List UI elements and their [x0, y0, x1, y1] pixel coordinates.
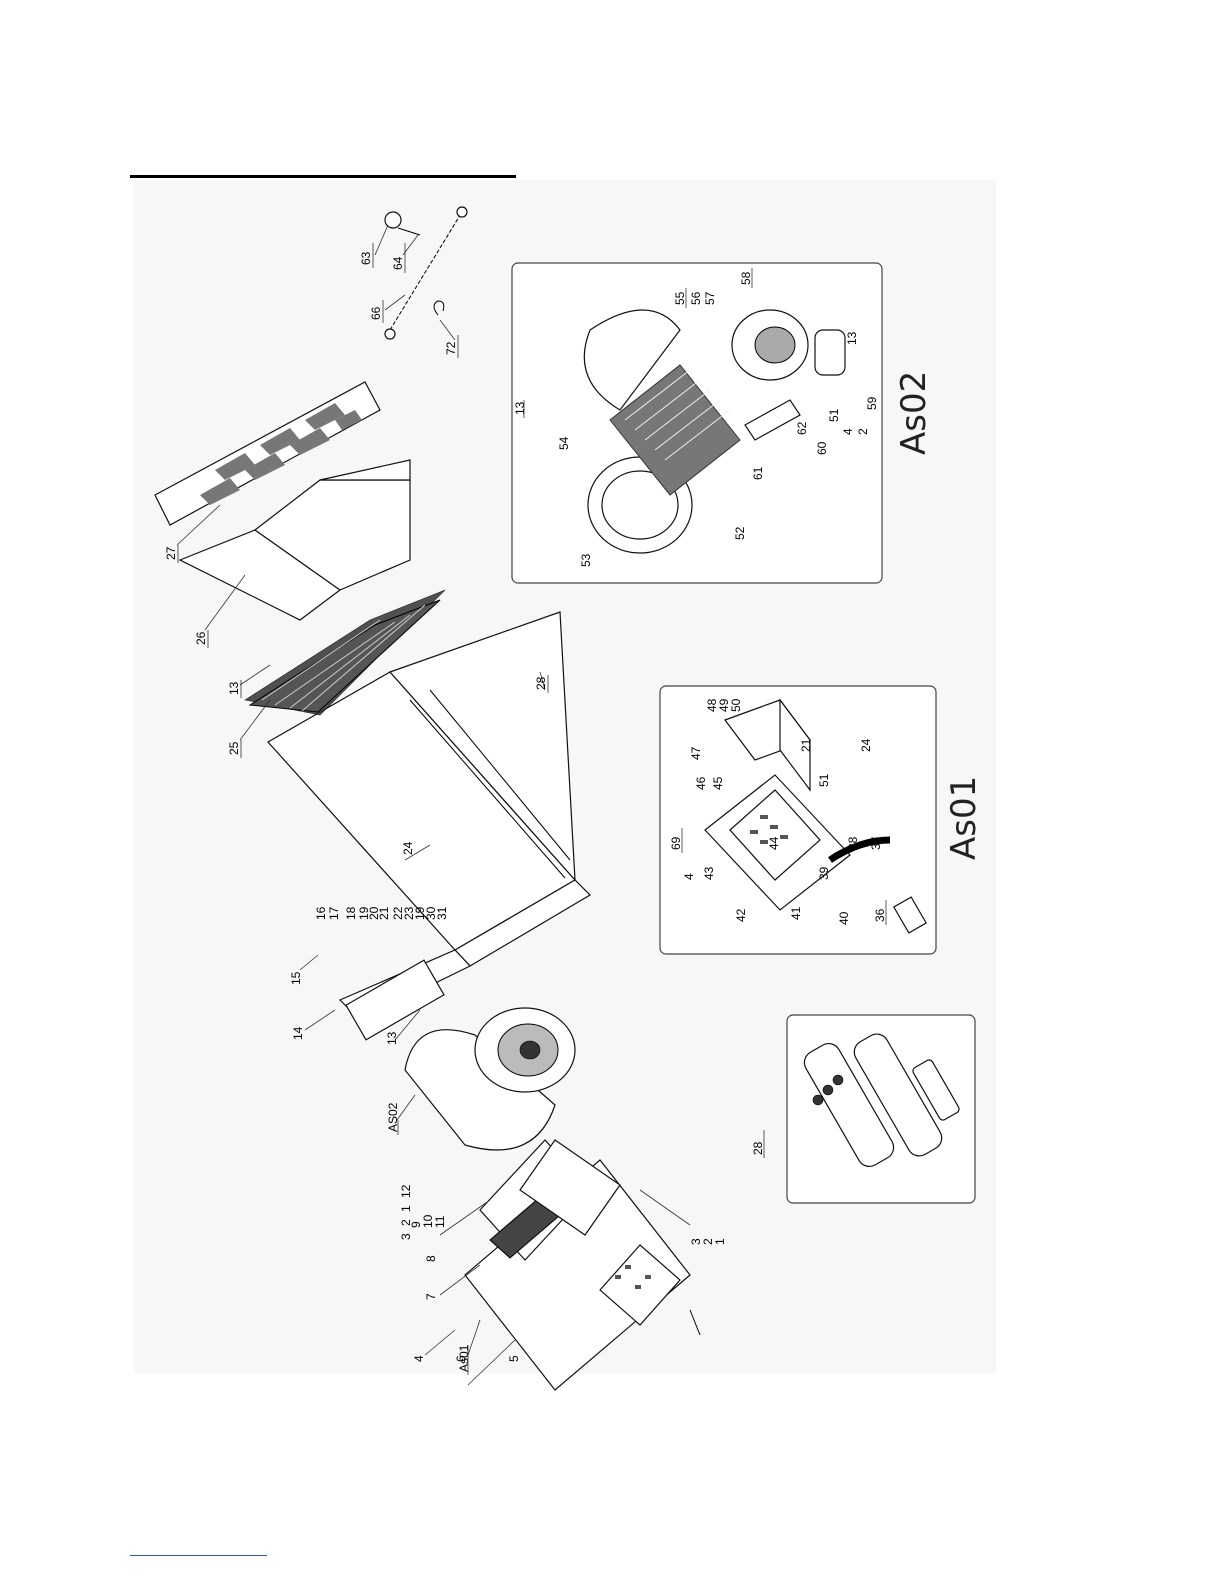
part-label-as01: As01	[457, 1344, 471, 1372]
as01-label-41: 41	[789, 906, 803, 920]
part-label-11: 11	[433, 1215, 447, 1228]
as02-label-52: 52	[733, 526, 747, 540]
part-label-18: 18	[344, 906, 358, 920]
part-label-63: 63	[359, 251, 373, 265]
as02-label-59: 59	[865, 396, 879, 410]
part-label-1b: 1	[713, 1238, 727, 1245]
part-label-3a: 3	[399, 1233, 413, 1240]
box-as01-label: As01	[944, 776, 984, 860]
as02-label-61: 61	[751, 466, 765, 480]
part-label-15: 15	[289, 971, 303, 985]
box-as02: As02	[512, 263, 934, 583]
part-label-13a: 13	[227, 681, 241, 695]
as01-label-4: 4	[682, 873, 696, 880]
as02-label-54: 54	[557, 436, 571, 450]
as01-label-40: 40	[837, 911, 851, 925]
as02-label-62: 62	[795, 421, 809, 435]
as01-label-47: 47	[689, 746, 703, 760]
as02-label-13c: 13	[845, 331, 859, 345]
as01-label-44: 44	[767, 836, 781, 850]
part-label-14: 14	[291, 1026, 305, 1040]
part-label-4a: 4	[412, 1355, 426, 1362]
as01-label-42: 42	[734, 908, 748, 922]
as01-label-45: 45	[711, 776, 725, 790]
as02-label-53: 53	[579, 553, 593, 567]
box-as01: As01	[660, 686, 984, 954]
part-label-28a: 28	[534, 676, 548, 690]
part-label-66: 66	[369, 306, 383, 320]
part-label-27: 27	[164, 546, 178, 560]
as01-label-50: 50	[729, 698, 743, 712]
main-blower	[405, 1008, 575, 1150]
part-label-25: 25	[227, 741, 241, 755]
part-label-8: 8	[424, 1255, 438, 1262]
box-remote	[787, 1015, 975, 1203]
as01-label-36: 36	[873, 908, 887, 922]
as02-label-56: 56	[689, 291, 703, 305]
as02-label-2: 2	[856, 428, 870, 435]
part-label-72: 72	[444, 341, 458, 355]
part-label-1a: 1	[399, 1205, 413, 1212]
part-label-24: 24	[401, 841, 415, 855]
part-label-21: 21	[377, 906, 391, 920]
as01-label-38: 38	[846, 836, 860, 850]
as02-label-55: 55	[673, 291, 687, 305]
as01-label-51: 51	[817, 773, 831, 787]
as01-label-46: 46	[694, 776, 708, 790]
as01-label-24: 24	[859, 738, 873, 752]
as01-label-69: 69	[669, 836, 683, 850]
remote-label-28: 28	[751, 1141, 765, 1155]
part-label-17: 17	[327, 906, 341, 920]
as02-label-60: 60	[815, 441, 829, 455]
as01-label-37: 37	[869, 836, 883, 850]
part-label-12: 12	[399, 1184, 413, 1198]
part-label-7: 7	[424, 1293, 438, 1300]
as02-label-51: 51	[827, 408, 841, 422]
as01-label-39: 39	[817, 866, 831, 880]
as02-label-58: 58	[739, 271, 753, 285]
as01-label-21: 21	[799, 738, 813, 752]
part-label-26: 26	[194, 631, 208, 645]
hanging-hardware	[385, 207, 467, 339]
as01-label-43: 43	[702, 866, 716, 880]
part-label-13b: 13	[385, 1031, 399, 1045]
as02-label-4: 4	[841, 428, 855, 435]
part-label-5: 5	[507, 1355, 521, 1362]
part-label-64: 64	[391, 256, 405, 270]
box-as02-label: As02	[894, 371, 934, 455]
as02-label-13: 13	[513, 401, 527, 415]
part-label-31: 31	[435, 906, 449, 920]
as02-label-57: 57	[703, 291, 717, 305]
part-label-16: 16	[314, 906, 328, 920]
